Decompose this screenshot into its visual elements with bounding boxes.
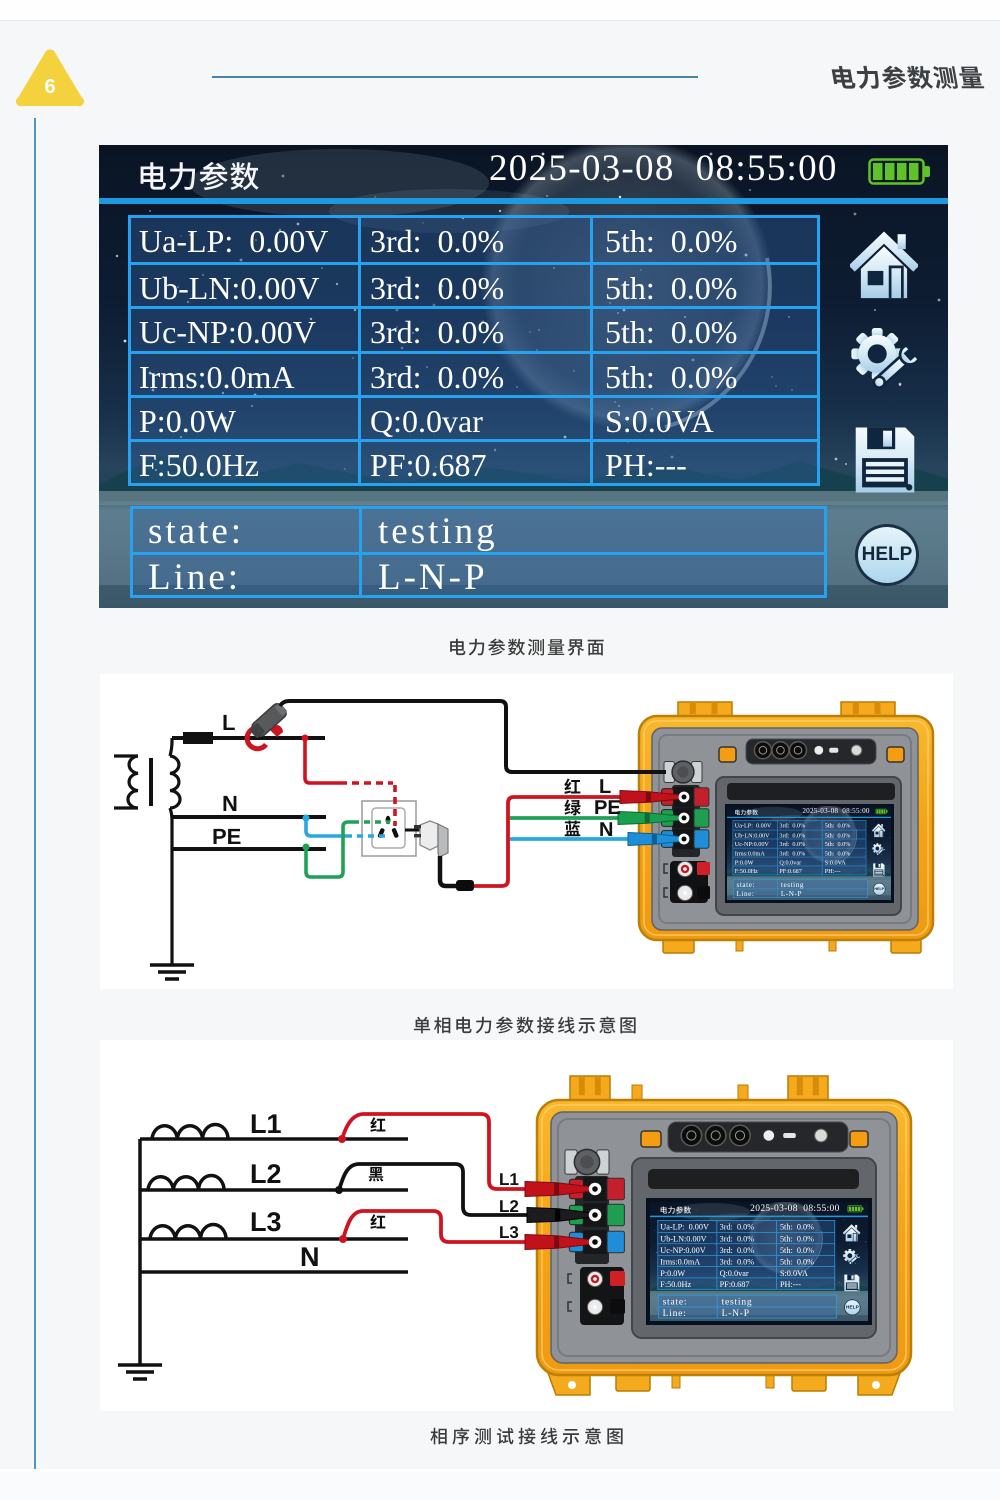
svg-text:6: 6 <box>44 76 55 98</box>
